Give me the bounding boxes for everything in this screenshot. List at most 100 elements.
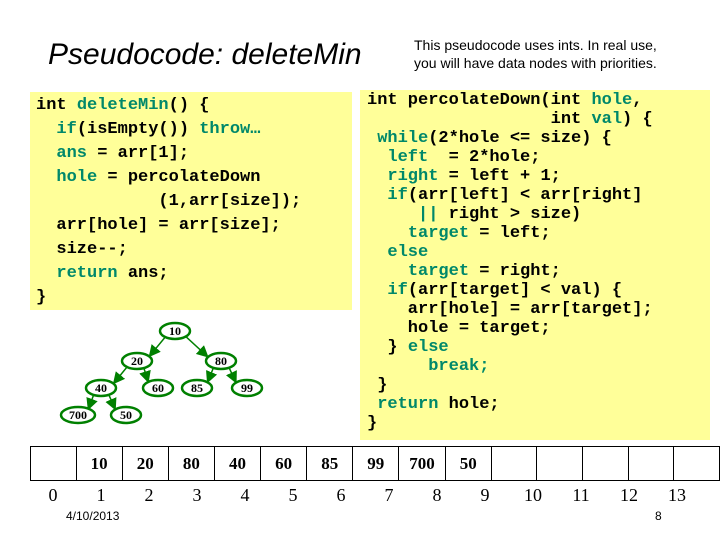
- footer-date: 4/10/2013: [66, 509, 120, 523]
- array-index-label: 8: [432, 485, 442, 505]
- percolatedown-code-line: break;: [367, 357, 710, 376]
- array-index-label: 2: [144, 485, 154, 505]
- code-text: int: [36, 96, 77, 115]
- code-keyword: hole: [591, 91, 633, 110]
- array-index-label: 9: [480, 485, 490, 505]
- percolatedown-code-line: int val) {: [367, 110, 710, 129]
- tree-node: [204, 351, 238, 371]
- code-text: right > size): [438, 205, 582, 224]
- tree-node-label: 700: [69, 408, 87, 422]
- code-text: }: [367, 414, 378, 433]
- deletemin-code-line: size--;: [36, 238, 352, 262]
- code-text: int percolateDown(int: [367, 91, 592, 110]
- tree-node: [84, 378, 118, 398]
- tree-node-label: 80: [215, 354, 227, 368]
- heap-array-cell: 700: [398, 446, 446, 481]
- slide-title: Pseudocode: deleteMin: [48, 38, 362, 71]
- code-keyword: break;: [428, 357, 490, 376]
- percolatedown-code-line: arr[hole] = arr[target];: [367, 300, 710, 319]
- code-keyword: left: [387, 148, 429, 167]
- heap-array-cell: 10: [75, 446, 123, 481]
- code-text: = left + 1;: [438, 167, 561, 186]
- percolatedown-code-line: if(arr[target] < val) {: [367, 281, 710, 300]
- percolatedown-code-line: target = right;: [367, 262, 710, 281]
- code-text: = left;: [469, 224, 551, 243]
- note-text: This pseudocode uses ints. In real use, …: [414, 36, 657, 72]
- array-index-label: 13: [668, 485, 686, 505]
- deletemin-code-line: int deleteMin() {: [36, 94, 352, 118]
- heap-array-cell: [582, 446, 629, 481]
- heap-array-cell: 99: [352, 446, 400, 481]
- tree-node-label: 85: [191, 381, 203, 395]
- code-keyword: val: [591, 110, 623, 129]
- array-index-label: 1: [96, 485, 106, 505]
- code-keyword: return: [56, 264, 118, 283]
- percolatedown-code-block: int percolateDown(int hole, int val) { w…: [360, 90, 710, 440]
- code-keyword: if: [56, 120, 77, 139]
- code-text: (arr[left] < arr[right]: [407, 186, 643, 205]
- array-index-label: 11: [572, 485, 590, 505]
- percolatedown-code-line: int percolateDown(int hole,: [367, 91, 710, 110]
- page-number: 8: [655, 509, 662, 523]
- heap-array-cell: 20: [121, 446, 169, 481]
- tree-node-label: 99: [241, 381, 253, 395]
- code-keyword: throw…: [199, 120, 261, 139]
- percolatedown-code-line: while(2*hole <= size) {: [367, 129, 710, 148]
- array-index-label: 4: [240, 485, 250, 505]
- tree-node-label: 60: [152, 381, 164, 395]
- code-keyword: right: [387, 167, 439, 186]
- deletemin-code-line: ans = arr[1];: [36, 142, 352, 166]
- code-text: size--;: [36, 240, 128, 259]
- percolatedown-code-line: if(arr[left] < arr[right]: [367, 186, 710, 205]
- code-keyword: target: [407, 224, 470, 243]
- array-index-label: 0: [48, 485, 58, 505]
- code-text: }: [367, 338, 408, 357]
- heap-array-cell: 40: [213, 446, 262, 481]
- code-text: = arr[1];: [87, 144, 190, 163]
- code-text: (isEmpty()): [76, 120, 200, 139]
- tree-node-label: 20: [131, 354, 143, 368]
- code-text: (2*hole <= size) {: [428, 129, 612, 148]
- heap-array-cell: [30, 446, 77, 481]
- percolatedown-code-line: right = left + 1;: [367, 167, 710, 186]
- code-text: int: [367, 110, 592, 129]
- tree-node-label: 50: [120, 408, 132, 422]
- code-keyword: while: [377, 129, 429, 148]
- code-keyword: return: [377, 395, 439, 414]
- percolatedown-code-line: }: [367, 414, 710, 433]
- code-keyword: else: [407, 338, 449, 357]
- code-keyword: deleteMin: [76, 96, 169, 115]
- percolatedown-code-line: } else: [367, 338, 710, 357]
- percolatedown-code-line: }: [367, 376, 710, 395]
- code-text: hole = target;: [367, 319, 551, 338]
- note-line-1: This pseudocode uses ints. In real use,: [414, 37, 657, 53]
- code-text: () {: [168, 96, 210, 115]
- deletemin-code-line: }: [36, 286, 352, 310]
- percolatedown-code-line: left = 2*hole;: [367, 148, 710, 167]
- deletemin-code-block: int deleteMin() { if(isEmpty()) throw… a…: [30, 92, 352, 310]
- code-text: arr[hole] = arr[size];: [36, 216, 281, 235]
- array-index-label: 10: [524, 485, 542, 505]
- heap-array-cell: [490, 446, 538, 481]
- percolatedown-code-line: || right > size): [367, 205, 710, 224]
- code-text: arr[hole] = arr[target];: [367, 300, 653, 319]
- tree-node-label: 40: [95, 381, 107, 395]
- percolatedown-code-line: return hole;: [367, 395, 710, 414]
- percolatedown-code-line: hole = target;: [367, 319, 710, 338]
- code-keyword: ans: [56, 144, 88, 163]
- code-text: }: [367, 376, 388, 395]
- code-text: (1,arr[size]);: [36, 192, 302, 211]
- deletemin-code-line: if(isEmpty()) throw…: [36, 118, 352, 142]
- deletemin-code-line: (1,arr[size]);: [36, 190, 352, 214]
- array-index-label: 12: [620, 485, 638, 505]
- tree-node: [141, 378, 175, 398]
- heap-array-cell: 80: [167, 446, 215, 481]
- code-keyword: if: [387, 186, 408, 205]
- tree-edge: [182, 333, 209, 358]
- code-text: (arr[target] < val) {: [407, 281, 623, 300]
- tree-node: [59, 405, 97, 425]
- code-text: ,: [632, 91, 643, 110]
- heap-array-cell: [673, 446, 720, 481]
